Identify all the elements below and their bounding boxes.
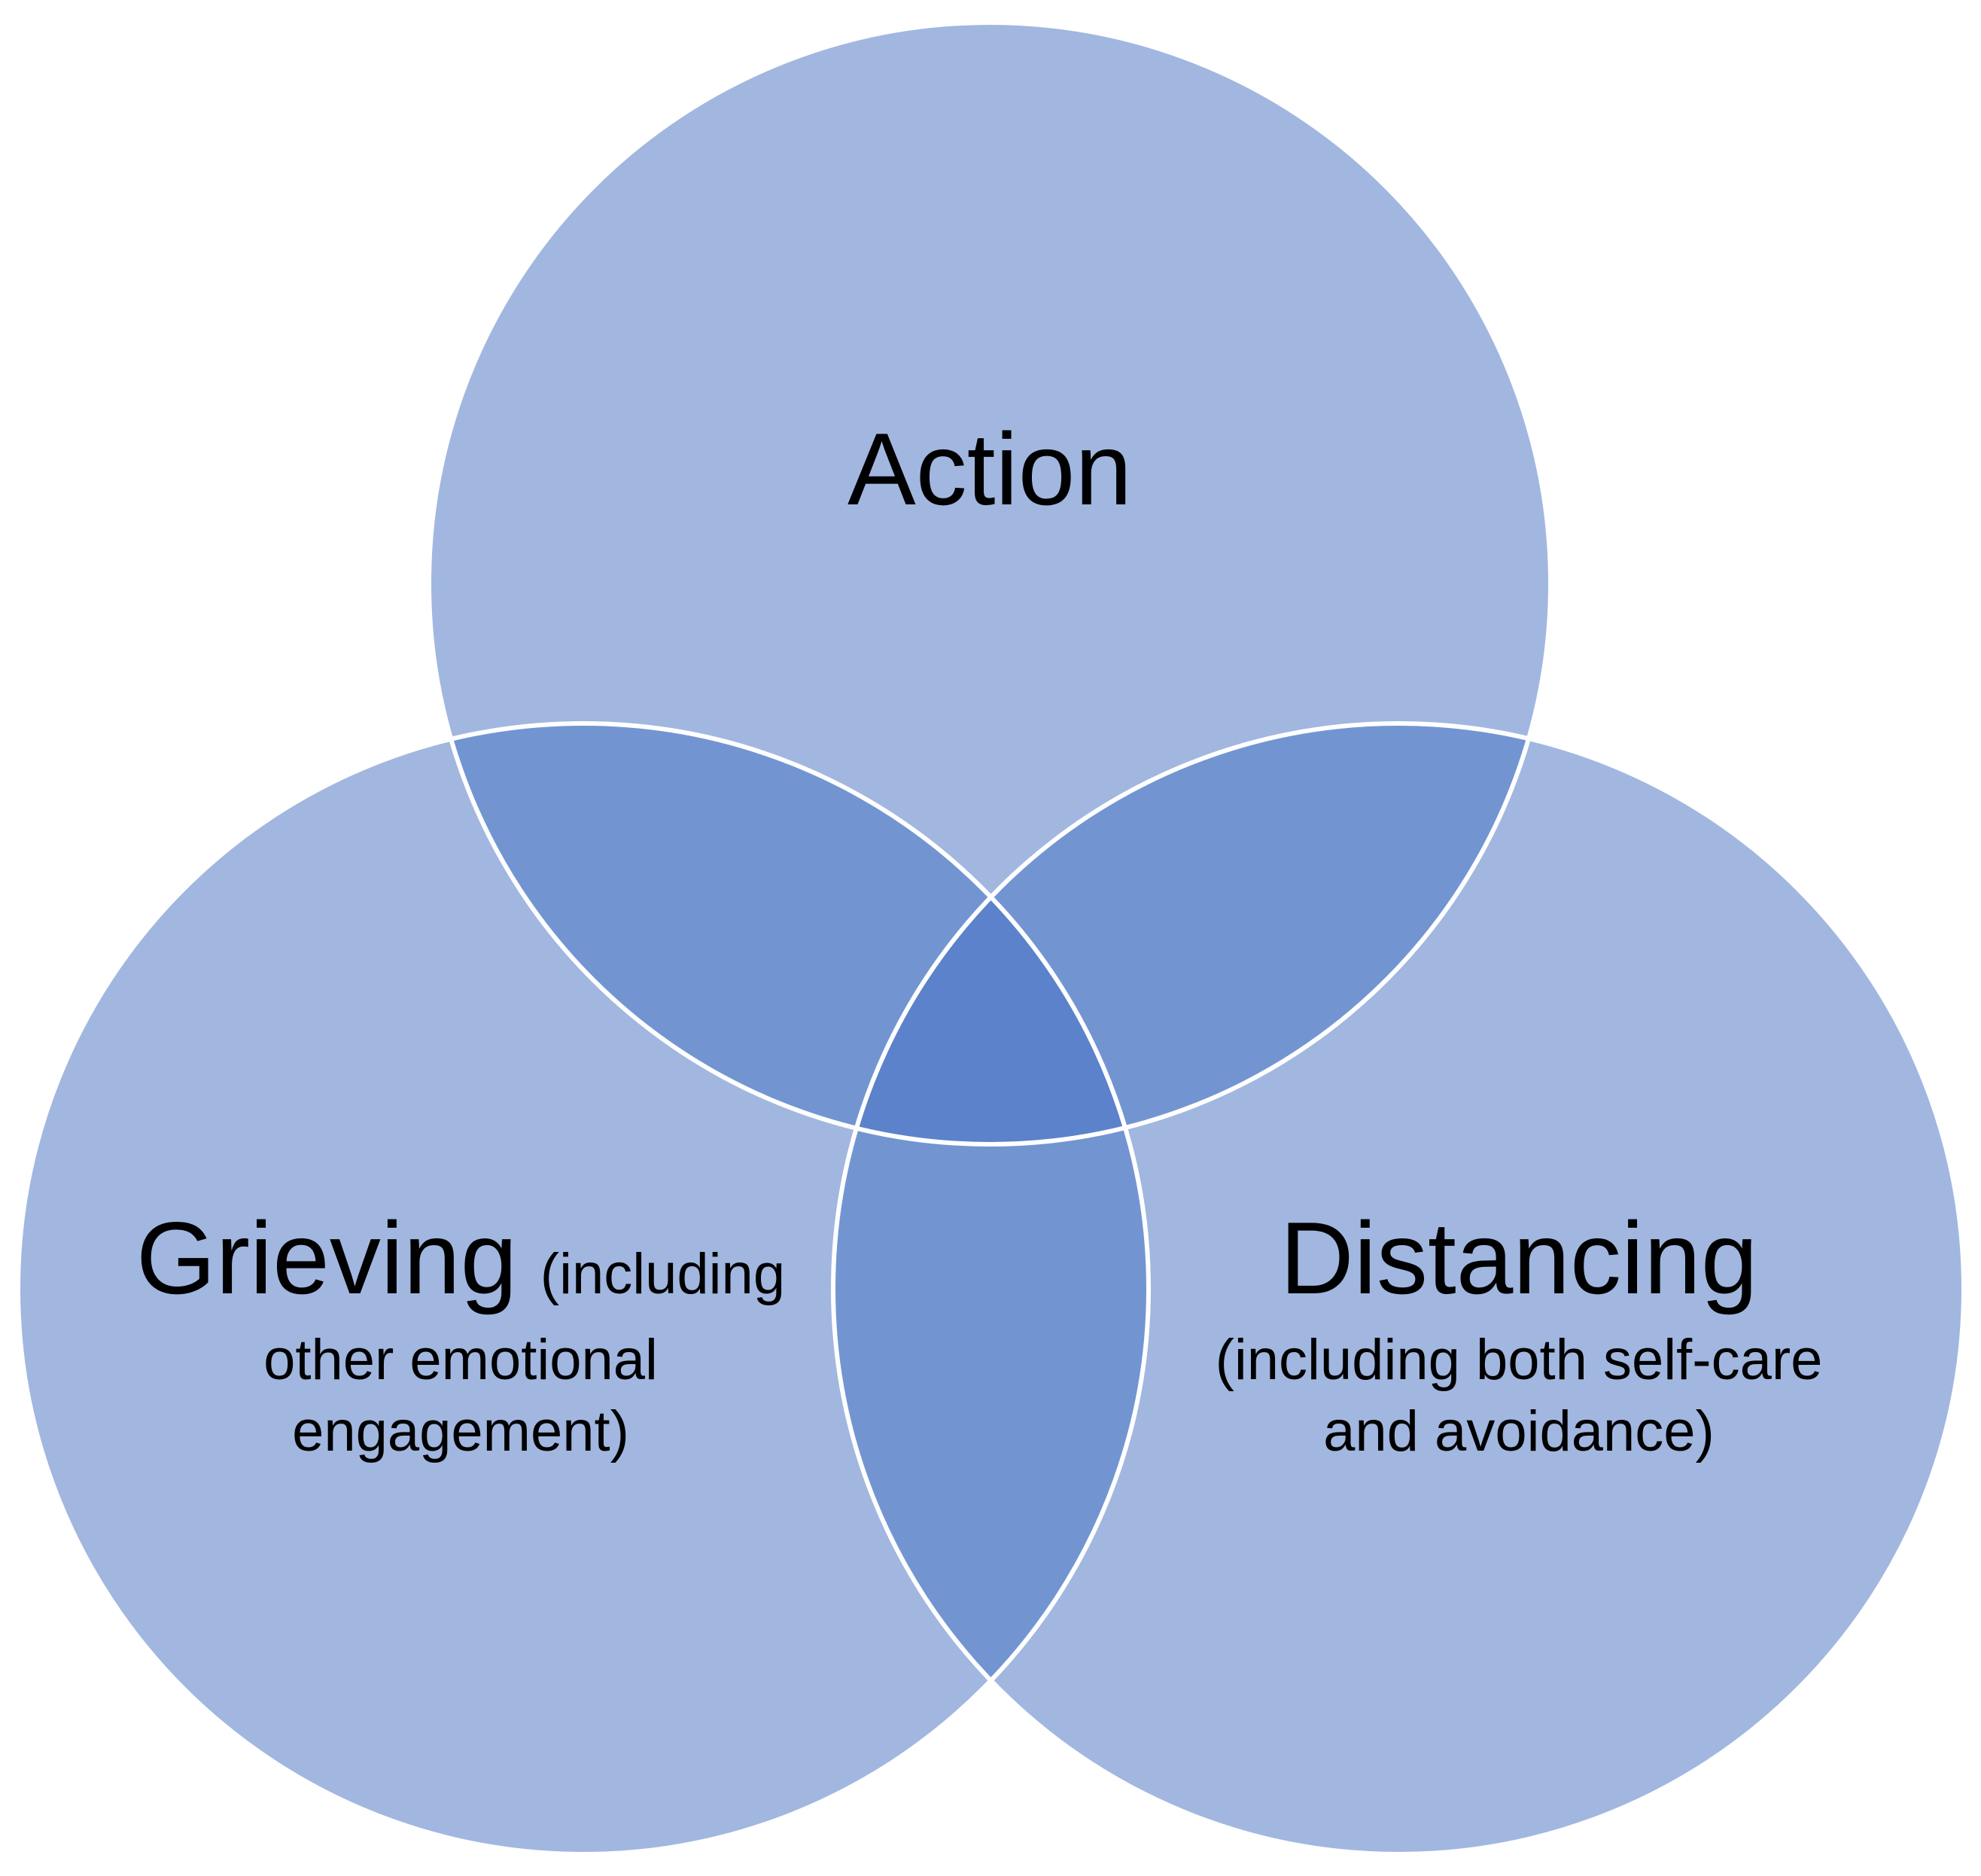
label-distancing-note-1: (including both self-care: [1216, 1328, 1823, 1392]
overlap-action-grieving: [429, 723, 1149, 1144]
outline-distancing: [831, 721, 1966, 1856]
label-grieving: Grieving: [136, 1201, 517, 1315]
label-grieving-suffix: (including: [540, 1242, 785, 1306]
label-distancing: Distancing: [1280, 1201, 1758, 1315]
label-grieving-line1: Grieving (including: [136, 1201, 785, 1315]
label-distancing-note-2: and avoidance): [1323, 1399, 1715, 1463]
label-action: Action: [847, 412, 1132, 526]
outline-grieving: [16, 721, 1151, 1856]
label-grieving-note-2: engagement): [292, 1399, 629, 1463]
overlap-action-distancing: [833, 723, 1550, 1144]
outline-action: [427, 20, 1553, 1147]
label-grieving-note-1: other emotional: [263, 1328, 658, 1392]
